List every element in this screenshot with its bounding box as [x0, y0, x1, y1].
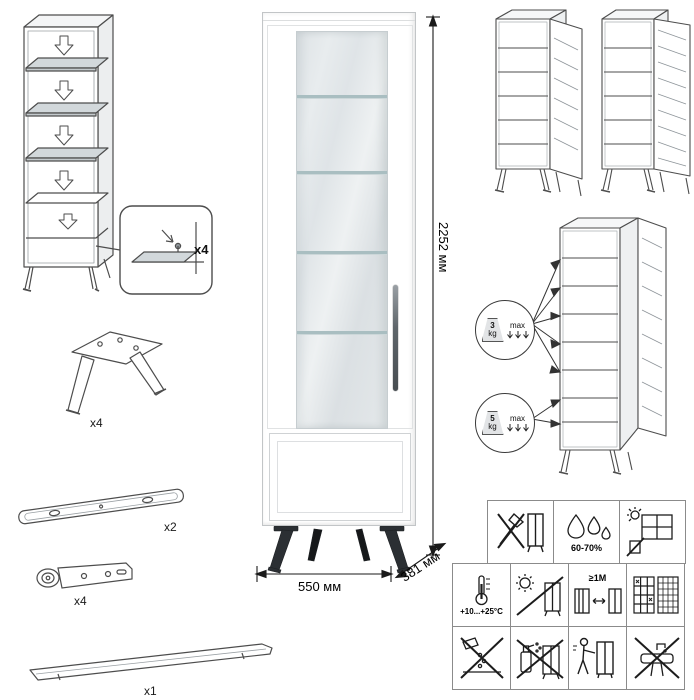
- no-spray-cabinet-icon: [515, 639, 564, 680]
- no-sun-on-cabinet-icon: [515, 574, 564, 617]
- cabinet-top-seam: [263, 20, 415, 21]
- door-handle: [393, 285, 398, 391]
- glass-shelf-load-callout: 3 kg max: [475, 300, 535, 360]
- weight-icon: 5 kg: [481, 411, 504, 435]
- cabinet-legs: [267, 526, 411, 574]
- rail-drawing: [18, 488, 184, 525]
- handle-part: x1: [16, 630, 300, 698]
- glass-shelf-max-label: max: [509, 320, 526, 330]
- rail-qty-label: x2: [164, 520, 177, 534]
- handle-drawing: [29, 643, 273, 681]
- no-chemicals-cell: [510, 626, 569, 690]
- thermometer-icon: [474, 575, 490, 606]
- hinge-drawing: [36, 562, 133, 589]
- humidity-cell: 60-70%: [553, 500, 620, 564]
- heater-distance-value: ≥1M: [588, 572, 607, 583]
- open-cabinet-a-drawing: [494, 9, 583, 197]
- no-pouring-water-icon: [459, 637, 504, 679]
- handle-qty-label: x1: [144, 684, 157, 698]
- no-washbasin-cell: [626, 626, 685, 690]
- glass-shelf-line: [297, 331, 387, 334]
- radiator-distance-icon: [573, 587, 622, 614]
- no-wet-cleaning-cell: [452, 626, 511, 690]
- lower-door-panel: [269, 433, 411, 521]
- glass-door-panel: [296, 31, 388, 429]
- bottom-shelf-load-callout: 5 kg max: [475, 393, 535, 453]
- person-moving-cabinet-icon: [572, 637, 614, 679]
- open-cabinet-b-drawing: [600, 9, 691, 195]
- lower-door-inner-edge: [277, 441, 403, 513]
- weight-icon: 3 kg: [481, 318, 504, 342]
- leg-qty-label: x4: [90, 416, 103, 430]
- height-dimension-label: 2252 мм: [436, 222, 451, 273]
- hinge-part: x4: [24, 548, 146, 610]
- door-opening-diagram-a: [482, 4, 588, 214]
- no-impact-icon: [496, 512, 544, 553]
- glass-shelf-load-unit: kg: [488, 329, 497, 338]
- humidity-value: 60-70%: [570, 542, 603, 553]
- humidity-drops-icon: [566, 513, 611, 540]
- wall-grid-icon: [632, 576, 679, 614]
- leg-part: x4: [48, 322, 183, 432]
- hinge-qty-label: x4: [74, 594, 87, 608]
- no-sink-icon: [633, 637, 680, 679]
- cabinet-body: [262, 12, 416, 526]
- ventilation-cell: [619, 500, 686, 564]
- glass-shelf-line: [297, 171, 387, 174]
- heater-distance-cell: ≥1M: [568, 563, 627, 627]
- glass-shelf-line: [297, 251, 387, 254]
- glass-shelf-load-value: 3: [490, 321, 495, 330]
- window-sun-icon: [625, 507, 673, 557]
- exploded-cabinet-diagram: x4: [8, 6, 228, 316]
- leg-drawing: [65, 331, 167, 415]
- care-pictogram-grid: 60-70%: [452, 500, 694, 694]
- bottom-shelf-max-label: max: [509, 413, 526, 423]
- bottom-shelf-load-unit: kg: [488, 422, 497, 431]
- width-dimension-label: 550 мм: [298, 579, 342, 594]
- shelf-pin-qty-label: x4: [194, 242, 209, 257]
- down-arrows-icon: [506, 423, 529, 432]
- carry-cabinet-cell: [568, 626, 627, 690]
- rail-part: x2: [6, 474, 204, 540]
- glass-shelf-line: [297, 95, 387, 98]
- down-arrows-icon: [506, 330, 529, 339]
- no-direct-sun-cell: [510, 563, 569, 627]
- door-opening-diagram-b: [594, 4, 694, 214]
- dimension-arrows: [254, 14, 447, 582]
- temperature-value: +10...+25°C: [460, 607, 503, 616]
- load-limit-diagram: 3 kg max 5 kg max: [452, 212, 694, 498]
- temperature-cell: +10...+25°C: [452, 563, 511, 627]
- load-cabinet-drawing: [531, 217, 667, 475]
- exploded-cabinet-drawing: [22, 14, 213, 295]
- main-cabinet-view: 2252 мм 550 мм 381 мм: [250, 4, 451, 598]
- no-impact-cell: [487, 500, 554, 564]
- bottom-shelf-load-value: 5: [490, 414, 495, 423]
- wall-type-cell: [626, 563, 685, 627]
